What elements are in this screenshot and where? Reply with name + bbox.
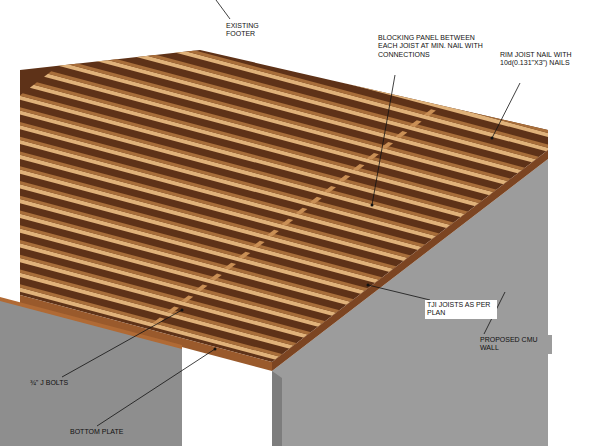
wall-end — [272, 371, 282, 446]
callout-label: TJI JOISTS AS PER PLAN — [425, 300, 497, 319]
leader-lines — [62, 0, 520, 426]
callout-label: BOTTOM PLATE — [68, 427, 146, 437]
callout-label: EXISTING FOOTER — [224, 21, 274, 40]
callout-label: ¾" J BOLTS — [28, 378, 90, 388]
callout-label: BLOCKING PANEL BETWEEN EACH JOIST AT MIN… — [376, 33, 494, 60]
callout-label: PROPOSED CMU WALL — [478, 335, 552, 354]
bottom-plate — [0, 297, 182, 349]
callout-label: RIM JOIST NAIL WITH 10d(0.131"X3") NAILS — [498, 50, 590, 69]
rim-joist — [20, 295, 272, 371]
